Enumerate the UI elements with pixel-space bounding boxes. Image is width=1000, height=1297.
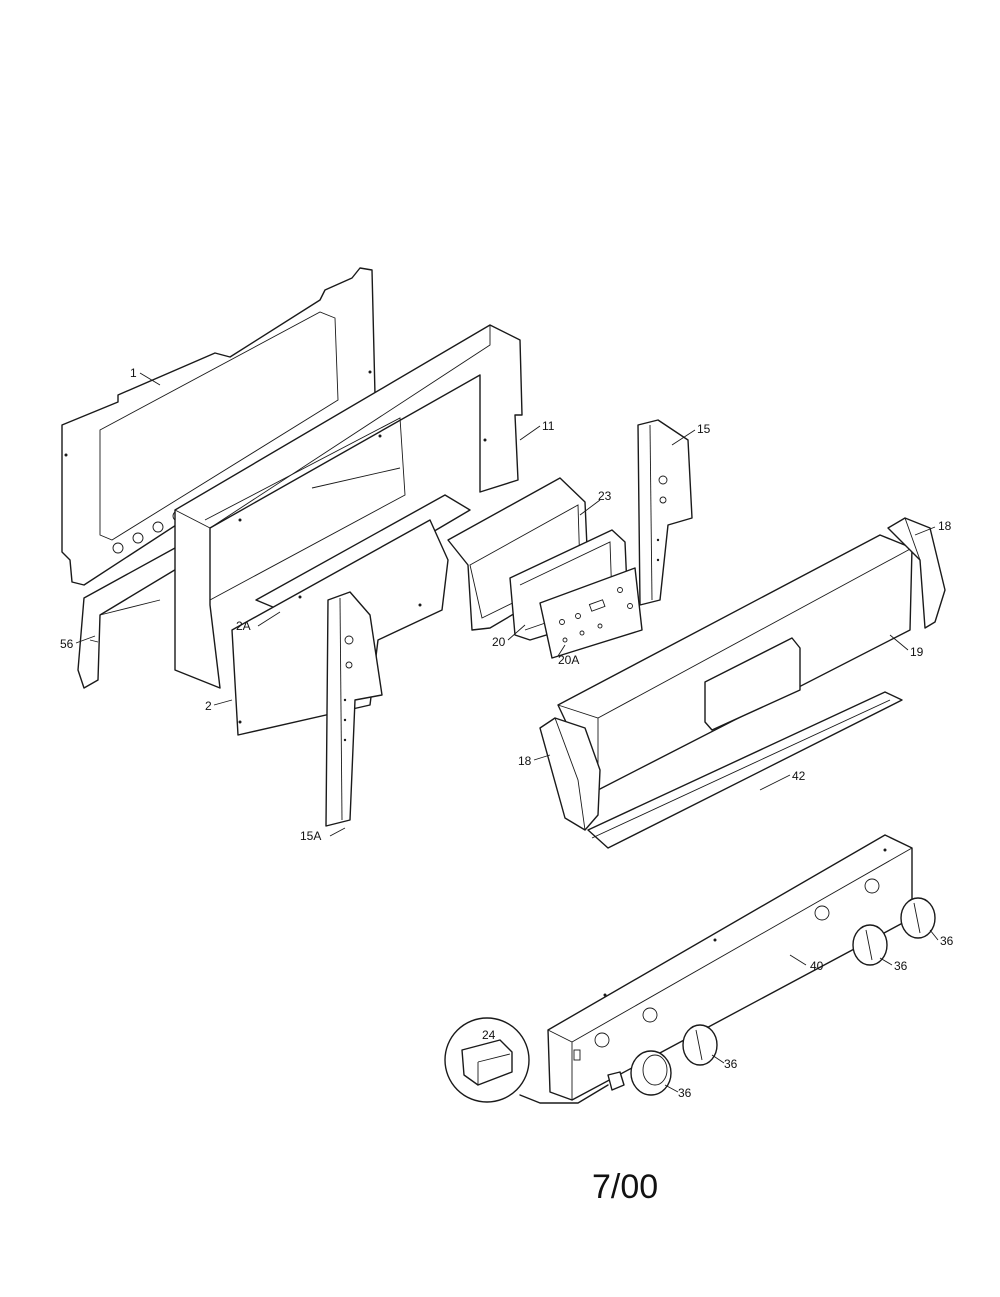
label-part-23: 23: [598, 489, 612, 503]
leader-lines: [75, 372, 939, 1093]
label-part-20: 20: [492, 635, 506, 649]
rear-panel-part-1: [61, 267, 376, 586]
trim-strip-part-42: [587, 691, 903, 849]
label-part-24: 24: [482, 1028, 496, 1042]
knob-part-36-d: [900, 897, 936, 939]
knob-part-36-a: [630, 1050, 672, 1096]
label-part-2a: 2A: [236, 619, 251, 633]
end-cap-left-part-18: [539, 717, 601, 831]
switch-callout-part-24: [444, 1017, 625, 1104]
label-part-36-c: 36: [894, 959, 908, 973]
label-part-1: 1: [130, 366, 137, 380]
label-part-36-b: 36: [724, 1057, 738, 1071]
label-part-19: 19: [910, 645, 924, 659]
end-bracket-part-15: [637, 419, 693, 606]
label-part-36-d: 36: [940, 934, 954, 948]
end-bracket-part-15a: [325, 591, 383, 827]
backguard-frame-part-11: [174, 324, 523, 689]
knob-part-36-b: [682, 1024, 718, 1066]
label-part-56: 56: [60, 637, 74, 651]
label-part-15: 15: [697, 422, 711, 436]
end-cap-right-part-18: [887, 517, 946, 629]
label-part-18-left: 18: [518, 754, 532, 768]
label-part-2: 2: [205, 699, 212, 713]
label-part-20a: 20A: [558, 653, 579, 667]
date-code: 7/00: [592, 1168, 658, 1206]
part-labels: 1 11 15 23 18 2A 56 20 20A 19 2 18 42 15…: [60, 366, 954, 1100]
overlay-part-20a: [539, 567, 643, 659]
label-part-18-right: 18: [938, 519, 952, 533]
label-part-42: 42: [792, 769, 806, 783]
label-part-36-a: 36: [678, 1086, 692, 1100]
label-part-40: 40: [810, 959, 824, 973]
label-part-11: 11: [542, 419, 555, 433]
label-part-15a: 15A: [300, 829, 321, 843]
knob-part-36-c: [852, 924, 888, 966]
